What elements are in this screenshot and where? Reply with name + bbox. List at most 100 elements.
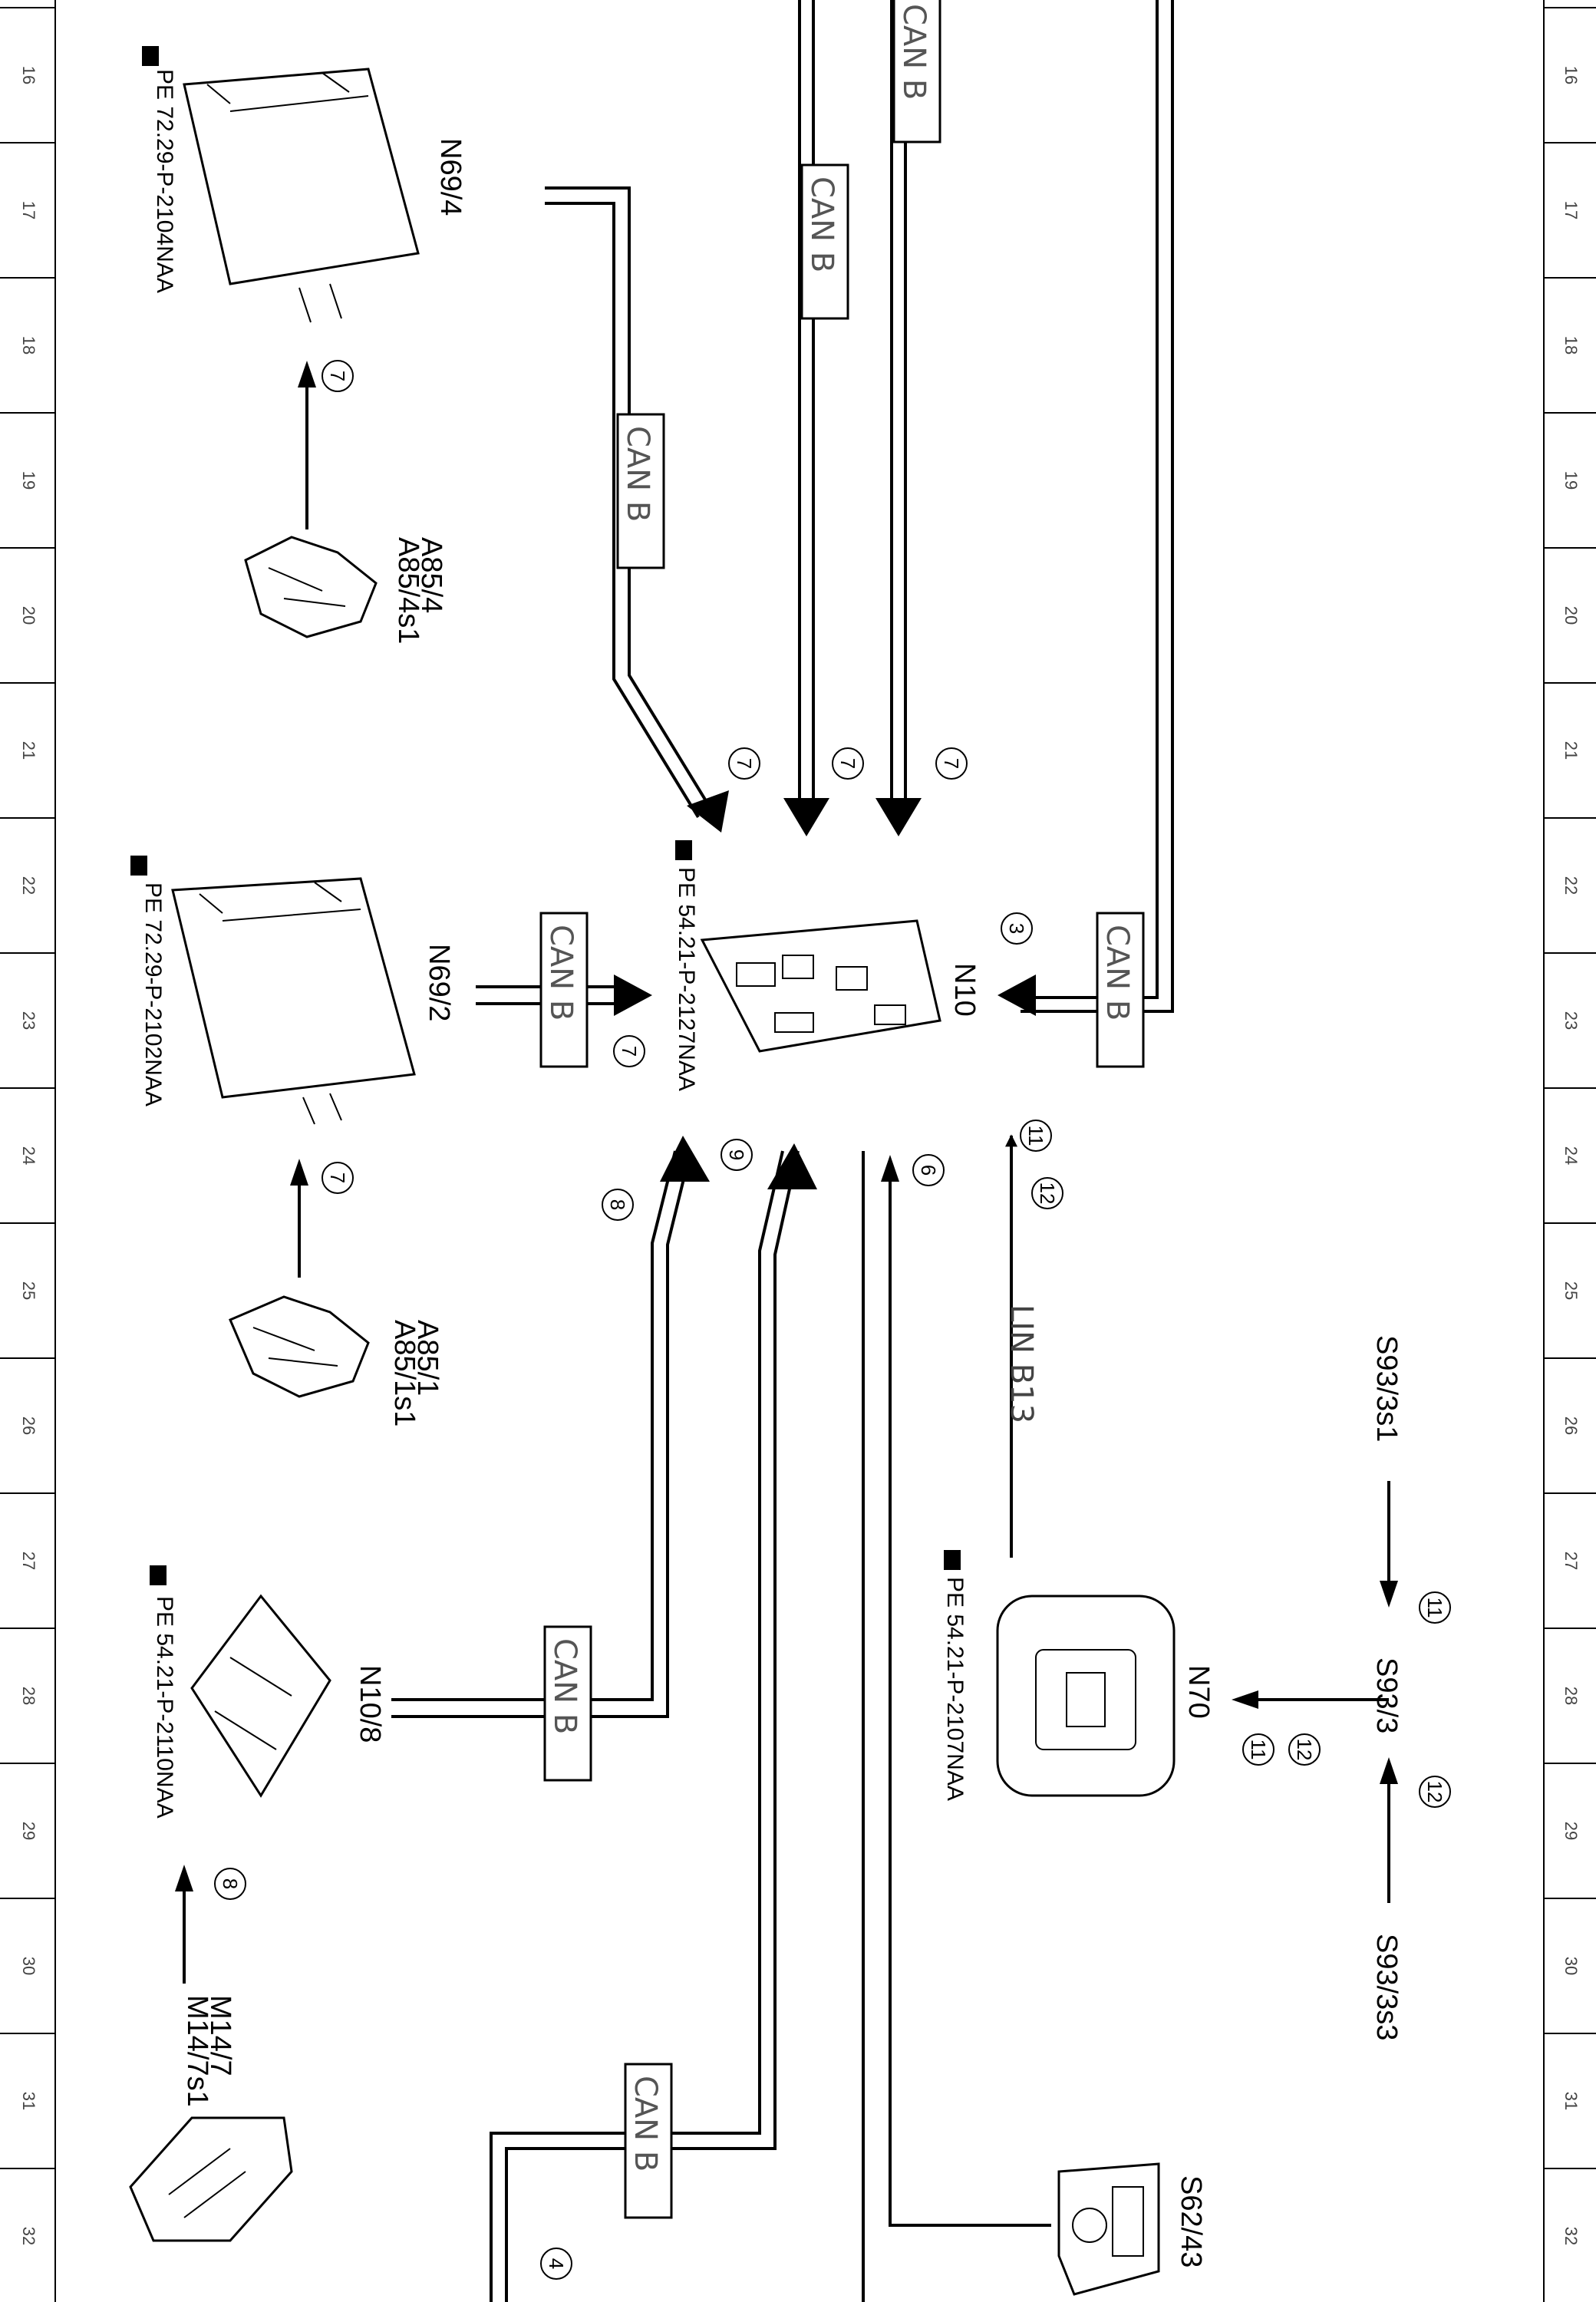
svg-text:11: 11 <box>1423 1598 1446 1618</box>
ruler-left-label: 18 <box>19 336 38 355</box>
ruler-left-label: 30 <box>19 1957 38 1975</box>
ruler-right-label: 18 <box>1561 336 1581 355</box>
label-n69-2-ref: PE 72.29-P-2102NAA <box>140 882 166 1106</box>
ruler-left-label: 25 <box>19 1281 38 1300</box>
ruler-left-label: 16 <box>19 66 38 84</box>
can-label-upper: CAN B <box>800 163 849 320</box>
svg-text:12: 12 <box>1423 1781 1446 1803</box>
ruler-left-label: 32 <box>19 2227 38 2245</box>
svg-text:11: 11 <box>1024 1126 1047 1146</box>
ruler-right-label: 23 <box>1561 1011 1581 1030</box>
label-s62-43: S62/43 <box>1175 2175 1207 2267</box>
svg-text:CAN B: CAN B <box>896 4 932 100</box>
svg-text:CAN B: CAN B <box>1100 925 1135 1021</box>
reference-hand-icon <box>130 46 961 1585</box>
svg-text:7: 7 <box>326 1172 349 1183</box>
wires <box>391 0 1174 2302</box>
label-n70: N70 <box>1182 1665 1215 1719</box>
ruler-right-label: 31 <box>1561 2092 1581 2110</box>
ruler-left-label: 29 <box>19 1822 38 1840</box>
ruler-left-label: 28 <box>19 1687 38 1705</box>
svg-text:CAN B: CAN B <box>547 1638 582 1734</box>
ruler-right-label: 30 <box>1561 1957 1581 1975</box>
component-a85-1-shape <box>229 1295 370 1398</box>
can-label-top-right: CAN B <box>892 0 941 143</box>
ruler-left-label: 21 <box>19 741 38 760</box>
component-n10-shape <box>700 919 941 1053</box>
ruler-right-label: 25 <box>1561 1281 1581 1300</box>
svg-text:7: 7 <box>733 758 756 769</box>
ruler-left-label: 20 <box>19 606 38 625</box>
label-s93-3s1: S93/3s1 <box>1370 1335 1403 1442</box>
component-labels: PE 72.29-P-2104NAA N69/4 A85/4 A85/4s1 P… <box>140 69 1403 2267</box>
svg-text:CAN B: CAN B <box>628 2076 663 2172</box>
component-a85-4-shape <box>244 536 378 638</box>
page-frame <box>54 0 1545 2302</box>
lin-label: LIN B13 <box>1004 1304 1039 1423</box>
ruler-right-label: 16 <box>1561 66 1581 84</box>
label-a85-4: A85/4 <box>415 537 447 613</box>
ruler-left-label: 23 <box>19 1011 38 1030</box>
svg-text:7: 7 <box>940 758 963 769</box>
svg-text:7: 7 <box>326 371 349 381</box>
circle-markers: 7 7 7 7 3 7 7 8 9 6 11 12 11 12 11 12 8 … <box>214 360 1451 2280</box>
label-a85-1: A85/1 <box>411 1320 444 1396</box>
ruler-left-label: 19 <box>19 471 38 490</box>
component-s62-43-shape <box>1057 2162 1160 2296</box>
label-a85-1s1: A85/1s1 <box>388 1320 420 1426</box>
label-n10: N10 <box>948 963 981 1017</box>
ruler-right-label: 21 <box>1561 741 1581 760</box>
ruler-right-label: 20 <box>1561 606 1581 625</box>
svg-text:4: 4 <box>545 2258 568 2269</box>
svg-text:CAN B: CAN B <box>620 426 655 522</box>
label-n69-2: N69/2 <box>423 944 455 1021</box>
ruler-left-label: 22 <box>19 876 38 895</box>
can-label-right: CAN B <box>1096 912 1145 1068</box>
svg-text:8: 8 <box>606 1199 629 1210</box>
label-n69-4-ref: PE 72.29-P-2104NAA <box>152 69 177 293</box>
ruler-right-label: 17 <box>1561 201 1581 219</box>
svg-text:7: 7 <box>618 1046 641 1057</box>
svg-text:8: 8 <box>219 1878 242 1889</box>
svg-text:CAN B: CAN B <box>804 176 839 272</box>
can-label-n69-2: CAN B <box>539 912 589 1068</box>
svg-text:CAN B: CAN B <box>543 925 579 1021</box>
component-m14-7-shape <box>129 2116 293 2242</box>
ruler-right-label: 22 <box>1561 876 1581 895</box>
can-label-n69-4: CAN B <box>616 413 665 569</box>
can-label-n10-8: CAN B <box>543 1625 592 1782</box>
svg-text:7: 7 <box>836 758 859 769</box>
label-n70-ref: PE 54.21-P-2107NAA <box>942 1577 968 1801</box>
svg-text:3: 3 <box>1005 923 1028 934</box>
label-s93-3s3: S93/3s3 <box>1370 1934 1403 2040</box>
label-n10-ref: PE 54.21-P-2127NAA <box>674 867 699 1091</box>
label-s93-3: S93/3 <box>1370 1657 1403 1733</box>
ruler-right-label: 19 <box>1561 471 1581 490</box>
ruler-left-label: 27 <box>19 1552 38 1570</box>
label-m14-7s1: M14/7s1 <box>181 1995 213 2107</box>
ruler-right-label: 27 <box>1561 1552 1581 1570</box>
ruler-right-label: 26 <box>1561 1416 1581 1435</box>
label-n10-8-ref: PE 54.21-P-2110NAA <box>152 1596 177 1819</box>
svg-text:12: 12 <box>1293 1739 1316 1761</box>
label-n69-4: N69/4 <box>434 138 467 216</box>
ruler-right-label: 24 <box>1561 1146 1581 1165</box>
can-label-bottom: CAN B <box>624 2063 673 2219</box>
ruler-left-label: 31 <box>19 2092 38 2110</box>
svg-text:6: 6 <box>917 1165 940 1176</box>
ruler-right-label: 32 <box>1561 2227 1581 2245</box>
can-labels: CAN B CAN B CAN B CAN B CAN B CAN B CAN … <box>539 0 1145 2219</box>
ruler-right-label: 29 <box>1561 1822 1581 1840</box>
label-a85-4s1: A85/4s1 <box>392 537 424 644</box>
svg-text:LIN B13: LIN B13 <box>1004 1304 1039 1423</box>
component-n69-4-shape <box>183 68 420 323</box>
component-n70-shape <box>996 1595 1176 1797</box>
ruler-left-label: 17 <box>19 201 38 219</box>
ruler-left-label: 24 <box>19 1146 38 1165</box>
svg-text:11: 11 <box>1247 1740 1270 1760</box>
arrowheads <box>175 361 1398 1984</box>
svg-text:9: 9 <box>725 1149 748 1160</box>
